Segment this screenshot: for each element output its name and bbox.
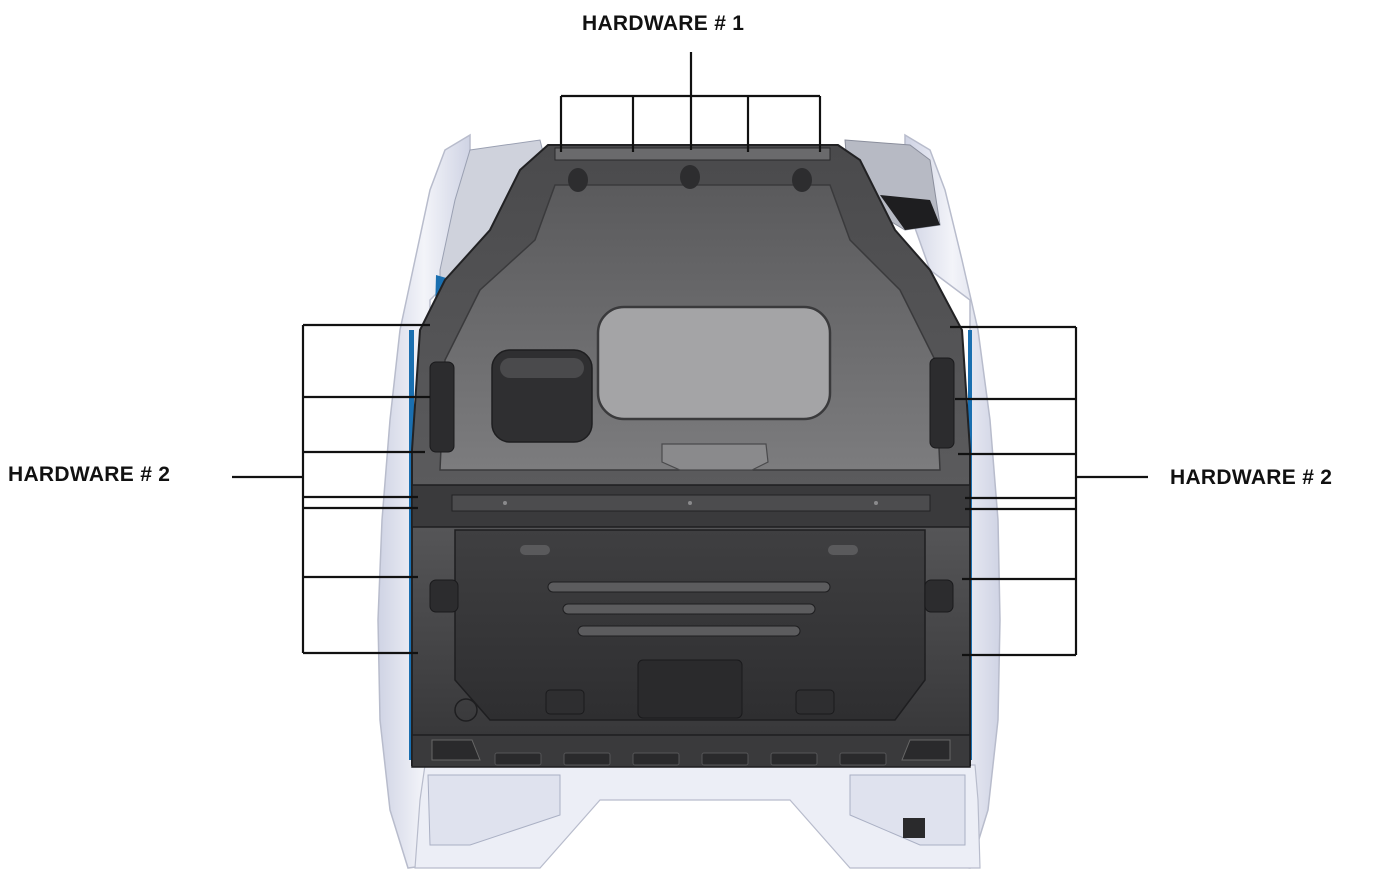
base-slot — [839, 752, 887, 766]
base-slot — [632, 752, 680, 766]
base-slots — [494, 752, 887, 766]
van-right-side — [904, 133, 1001, 869]
partition-box-highlight — [500, 358, 584, 378]
base-corner-left — [431, 739, 481, 761]
hardware-1-label: HARDWARE # 1 — [582, 12, 745, 35]
partition-panel — [411, 144, 971, 768]
rail-bolt-2 — [688, 501, 692, 505]
bottom-center-block — [637, 659, 743, 719]
partition-lower-face — [454, 529, 926, 721]
bottom-foot-left — [545, 689, 585, 715]
rail-bolt-3 — [874, 501, 878, 505]
base-slot — [701, 752, 749, 766]
base-slot — [770, 752, 818, 766]
base-slot — [563, 752, 611, 766]
rib-2 — [562, 603, 816, 615]
top-rail — [554, 147, 831, 161]
base-corner-right — [901, 739, 951, 761]
base-slot — [494, 752, 542, 766]
partition-window — [596, 305, 832, 421]
hardware-1-leaders — [559, 52, 822, 152]
rib-1 — [547, 581, 831, 593]
left-lower-handle — [429, 579, 459, 613]
bottom-foot-right — [795, 689, 835, 715]
hardware-2-left-leaders — [232, 323, 430, 655]
lower-slot-left — [520, 545, 550, 555]
floor-latch-right — [903, 818, 925, 838]
lower-left-port — [454, 698, 478, 722]
rail-bolt-1 — [503, 501, 507, 505]
hardware-2-right-label: HARDWARE # 2 — [1170, 466, 1333, 489]
top-bump-1 — [568, 168, 588, 192]
right-lower-handle — [924, 579, 954, 613]
lower-slot-right — [828, 545, 858, 555]
top-bump-3 — [792, 168, 812, 192]
top-bump-2 — [680, 165, 700, 189]
hardware-2-left-label: HARDWARE # 2 — [8, 463, 171, 486]
van-floor-right-block — [849, 774, 966, 846]
right-side-handle — [929, 357, 955, 449]
hardware-2-right-leaders — [950, 325, 1148, 657]
van-floor-left-block — [427, 774, 561, 846]
left-side-handle — [429, 361, 455, 453]
right-roof-cap-shadow — [880, 195, 940, 230]
rib-3 — [577, 625, 801, 637]
partition-handle — [661, 443, 769, 471]
